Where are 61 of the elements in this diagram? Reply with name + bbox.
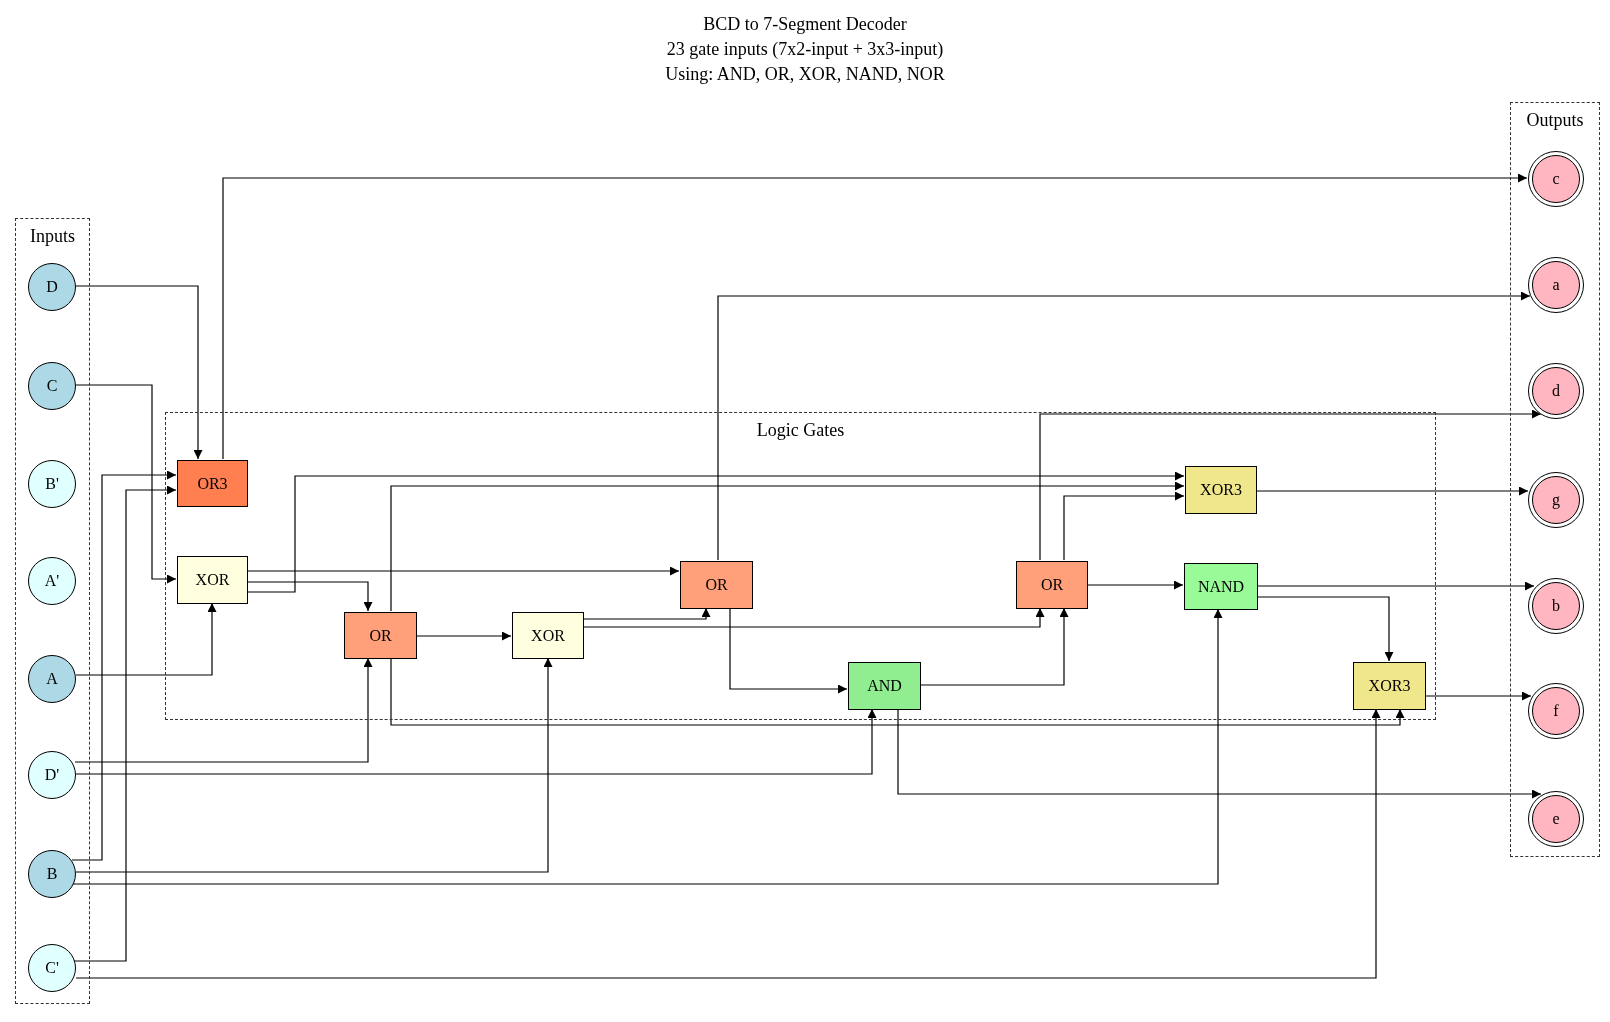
- input-node: B: [28, 850, 76, 898]
- connector-arrow: [1039, 409, 1542, 561]
- connector-arrow: [1424, 691, 1532, 701]
- logic-gate-box: OR3: [177, 460, 248, 507]
- logic-gate-box: XOR: [512, 612, 584, 659]
- connector-arrow: [222, 173, 1528, 460]
- connector-arrow: [582, 607, 711, 620]
- subtitle-text: 23 gate inputs (7x2-input + 3x3-input): [666, 38, 944, 61]
- subtitle-text: Using: AND, OR, XOR, NAND, NOR: [665, 63, 945, 86]
- connector-arrow: [75, 602, 217, 676]
- input-node: B': [28, 460, 76, 508]
- connector-arrow: [75, 285, 203, 460]
- group-label: Logic Gates: [755, 421, 846, 439]
- logic-gate-box: OR: [1016, 561, 1088, 609]
- logic-gate-box: OR: [680, 561, 753, 609]
- connector-arrow: [919, 607, 1069, 686]
- input-node: A: [28, 655, 76, 703]
- logic-gate-box: XOR: [177, 556, 248, 604]
- logic-gate-box: AND: [848, 662, 921, 710]
- connector-arrow: [72, 608, 1223, 885]
- output-node: a: [1528, 257, 1584, 313]
- diagram-title: BCD to 7-Segment Decoder: [703, 13, 907, 36]
- connector-arrow: [897, 708, 1542, 799]
- output-node: b: [1528, 578, 1584, 634]
- connector-arrow: [729, 607, 848, 694]
- group-frame: [15, 218, 90, 1004]
- connector-arrow: [75, 708, 877, 775]
- output-node: c: [1528, 151, 1584, 207]
- group-frame: [1510, 102, 1600, 857]
- group-label: Inputs: [29, 227, 76, 245]
- group-frame: [165, 412, 1436, 720]
- output-node: e: [1528, 791, 1584, 847]
- connector-arrow: [75, 657, 553, 873]
- input-node: D: [28, 263, 76, 311]
- connector-arrow: [74, 657, 373, 763]
- connector-arrow: [1063, 491, 1185, 561]
- input-node: A': [28, 557, 76, 605]
- connector-arrow: [415, 631, 512, 641]
- connector-arrow: [246, 471, 1185, 593]
- connector-arrow: [390, 481, 1185, 612]
- output-node: f: [1528, 683, 1584, 739]
- connector-arrow: [1086, 580, 1184, 590]
- connector-arrow: [582, 607, 1045, 628]
- input-node: C': [28, 944, 76, 992]
- connector-arrow: [1256, 596, 1394, 662]
- input-node: C: [28, 362, 76, 410]
- group-label: Outputs: [1525, 111, 1585, 129]
- logic-gate-box: XOR3: [1353, 662, 1426, 710]
- connector-arrow: [75, 384, 177, 584]
- input-node: D': [28, 751, 76, 799]
- connector-arrow: [75, 708, 1381, 979]
- connector-arrow: [1255, 486, 1529, 496]
- connector-arrow: [71, 470, 177, 861]
- logic-gate-box: NAND: [1184, 563, 1258, 610]
- logic-gate-box: XOR3: [1185, 466, 1257, 514]
- connector-arrow: [390, 657, 1405, 726]
- connector-arrow: [246, 581, 373, 612]
- output-node: d: [1528, 363, 1584, 419]
- logic-gate-box: OR: [344, 612, 417, 659]
- output-node: g: [1528, 472, 1584, 528]
- connector-arrow: [246, 566, 680, 576]
